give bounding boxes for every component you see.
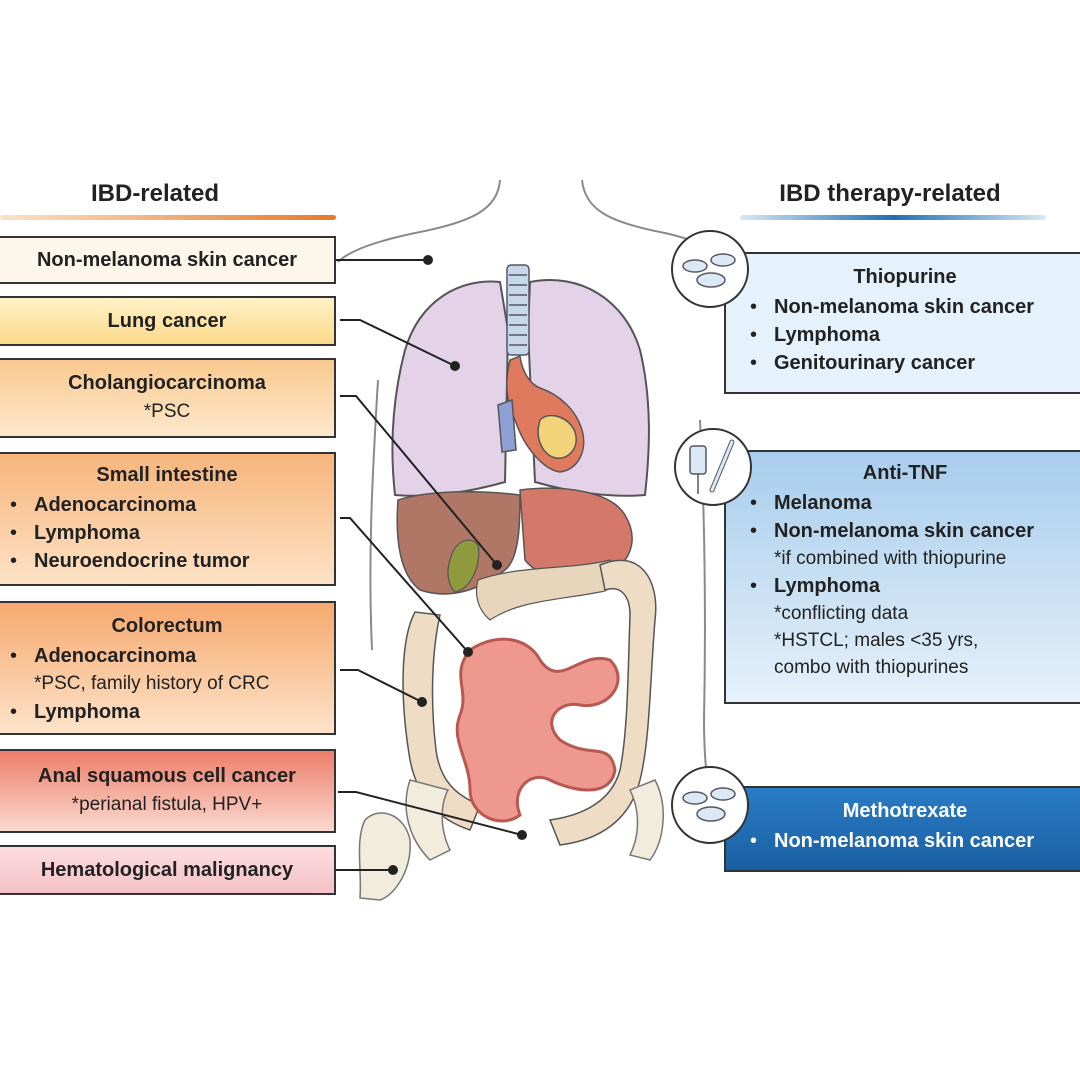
list-item: Lymphoma [726, 321, 1080, 349]
list-item: Neuroendocrine tumor [0, 547, 334, 575]
box-thiopurine: Thiopurine Non-melanoma skin cancer Lymp… [724, 252, 1080, 394]
list-item: Lymphoma [0, 698, 334, 726]
right-heading-underline [740, 215, 1046, 220]
item-note: *if combined with thiopurine [774, 548, 1007, 569]
box-cholangiocarcinoma: Cholangiocarcinoma *PSC [0, 358, 336, 438]
box-title: Small intestine [96, 464, 238, 486]
iv-syringe-icon [674, 428, 752, 506]
list-item: Lymphoma [726, 572, 1080, 600]
box-anal-cancer: Anal squamous cell cancer *perianal fist… [0, 749, 336, 833]
pills-icon [671, 230, 749, 308]
list-item: Adenocarcinoma [0, 642, 334, 670]
gallbladder [447, 539, 480, 593]
small-intestine [455, 637, 620, 823]
list-item: Non-melanoma skin cancer [726, 827, 1080, 855]
tablets-icon [671, 766, 749, 844]
box-hematological: Hematological malignancy [0, 845, 336, 895]
box-colorectum: Colorectum Adenocarcinoma *PSC, family h… [0, 601, 336, 735]
box-title: Non-melanoma skin cancer [36, 249, 298, 271]
list-item: Adenocarcinoma [0, 491, 334, 519]
list-item: Non-melanoma skin cancer [726, 517, 1080, 545]
item-note: combo with thiopurines [774, 657, 969, 678]
pelvis [358, 779, 664, 901]
list-item: Genitourinary cancer [726, 349, 1080, 377]
leader-lines [336, 259, 523, 871]
item-note: *HSTCL; males <35 yrs, [774, 630, 979, 651]
box-title: Anti-TNF [862, 462, 948, 484]
list-item: Melanoma [726, 489, 1080, 517]
item-note: *conflicting data [774, 603, 909, 624]
box-skin-cancer: Non-melanoma skin cancer [0, 236, 336, 284]
heart [497, 354, 585, 473]
left-heading: IBD-related [90, 180, 220, 207]
box-title: Thiopurine [853, 266, 957, 288]
list-item: Lymphoma [0, 519, 334, 547]
box-note: *PSC [143, 401, 191, 422]
colon [402, 559, 657, 846]
box-note: *perianal fistula, HPV+ [71, 794, 263, 815]
box-title: Anal squamous cell cancer [38, 765, 296, 787]
leader-dots [388, 255, 527, 875]
list-item: Non-melanoma skin cancer [726, 293, 1080, 321]
right-heading: IBD therapy-related [779, 180, 1001, 207]
trachea [506, 264, 530, 356]
box-title: Lung cancer [107, 310, 227, 332]
box-anti-tnf: Anti-TNF Melanoma Non-melanoma skin canc… [724, 450, 1080, 704]
box-title: Cholangiocarcinoma [68, 372, 266, 394]
box-title: Colorectum [111, 615, 223, 637]
pancreas [475, 559, 616, 621]
liver [396, 490, 521, 595]
item-note: *PSC, family history of CRC [34, 673, 270, 694]
box-title: Hematological malignancy [40, 859, 294, 881]
box-title: Methotrexate [842, 800, 968, 822]
box-methotrexate: Methotrexate Non-melanoma skin cancer [724, 786, 1080, 872]
box-small-intestine: Small intestine Adenocarcinoma Lymphoma … [0, 452, 336, 586]
box-lung-cancer: Lung cancer [0, 296, 336, 346]
left-heading-underline [0, 215, 336, 220]
